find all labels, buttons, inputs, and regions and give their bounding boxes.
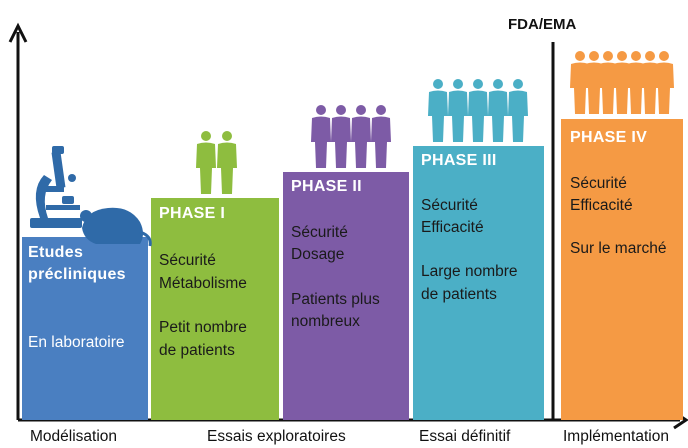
phase3-block <box>413 146 544 420</box>
preclinical-title-line2: précliniques <box>28 266 126 283</box>
phase1-line5: de patients <box>159 342 235 359</box>
preclinical-desc: En laboratoire <box>28 334 125 351</box>
microscope-icon <box>30 146 82 228</box>
phase4-line1: Sécurité <box>570 175 627 192</box>
phase1-people <box>196 131 237 194</box>
preclinical-block <box>22 237 148 420</box>
fda-ema-label: FDA/EMA <box>508 16 577 33</box>
human-silhouette-icon <box>331 105 351 168</box>
phase3-title: PHASE III <box>421 152 497 169</box>
phase2-block <box>283 172 409 420</box>
phase1-line2: Métabolisme <box>159 275 247 292</box>
bottom-label-essai-definitif: Essai définitif <box>419 428 511 445</box>
bottom-label-implementation: Implémentation <box>563 428 669 445</box>
phase1-line4: Petit nombre <box>159 319 247 336</box>
phase3-line5: de patients <box>421 286 497 303</box>
phase3-line1: Sécurité <box>421 197 478 214</box>
human-silhouette-icon <box>196 131 216 194</box>
phase2-line4: Patients plus <box>291 291 380 308</box>
y-axis-arrowhead <box>8 22 28 43</box>
bottom-label-modelisation: Modélisation <box>30 428 118 445</box>
human-silhouette-icon <box>351 105 371 168</box>
phase4-title: PHASE IV <box>570 129 648 146</box>
phase3-line2: Efficacité <box>421 219 484 236</box>
human-silhouette-icon <box>654 51 674 114</box>
preclinical-title-line1: Etudes <box>28 244 84 261</box>
human-silhouette-icon <box>371 105 391 168</box>
phase2-line2: Dosage <box>291 246 345 263</box>
phase2-people <box>311 105 391 168</box>
phase2-line5: nombreux <box>291 313 360 330</box>
phase1-line1: Sécurité <box>159 252 216 269</box>
human-silhouette-icon <box>448 79 468 142</box>
phase3-people <box>428 79 528 142</box>
phase2-line1: Sécurité <box>291 224 348 241</box>
phase4-line4: Sur le marché <box>570 240 667 257</box>
human-silhouette-icon <box>311 105 331 168</box>
rat-icon <box>80 207 152 247</box>
human-silhouette-icon <box>428 79 448 142</box>
phase1-title: PHASE I <box>159 205 226 222</box>
phase4-block <box>561 119 683 420</box>
human-silhouette-icon <box>508 79 528 142</box>
human-silhouette-icon <box>217 131 237 194</box>
phase2-title: PHASE II <box>291 178 362 195</box>
phase4-line2: Efficacité <box>570 197 633 214</box>
human-silhouette-icon <box>488 79 508 142</box>
human-silhouette-icon <box>468 79 488 142</box>
phase4-people <box>570 51 674 114</box>
bottom-label-essais-exploratoires: Essais exploratoires <box>207 428 346 445</box>
phase3-line4: Large nombre <box>421 263 518 280</box>
phase1-block <box>151 198 279 420</box>
